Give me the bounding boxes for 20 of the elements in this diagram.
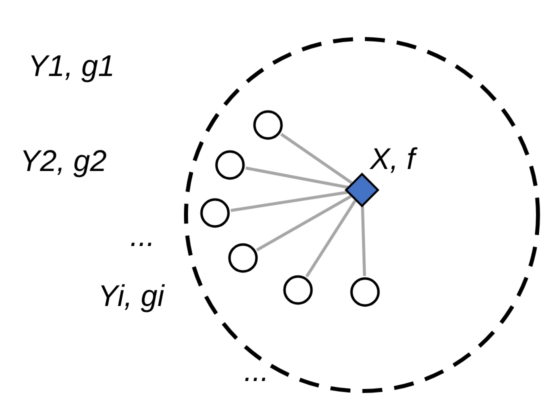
variable-label: Y2, g2	[20, 147, 107, 177]
connector-line	[230, 190, 350, 212]
variable-label: ...	[130, 222, 156, 252]
circle-node	[228, 243, 258, 273]
connector-line	[256, 195, 352, 252]
circle-node	[215, 150, 245, 180]
circle-node	[283, 275, 313, 305]
connector-line	[360, 202, 366, 276]
connector-line	[280, 132, 352, 184]
variable-label: ...	[244, 357, 270, 387]
circle-node	[253, 110, 283, 140]
dashed-circle-node	[184, 37, 540, 393]
connector-line	[245, 166, 350, 190]
diamond-node	[345, 173, 379, 207]
variable-label: Y1, g1	[28, 52, 115, 82]
variable-label: Yi, gi	[98, 282, 164, 312]
circle-node	[350, 277, 380, 307]
connector-line	[305, 200, 356, 278]
node-caption: X, f	[370, 145, 416, 175]
circle-node	[200, 198, 230, 228]
